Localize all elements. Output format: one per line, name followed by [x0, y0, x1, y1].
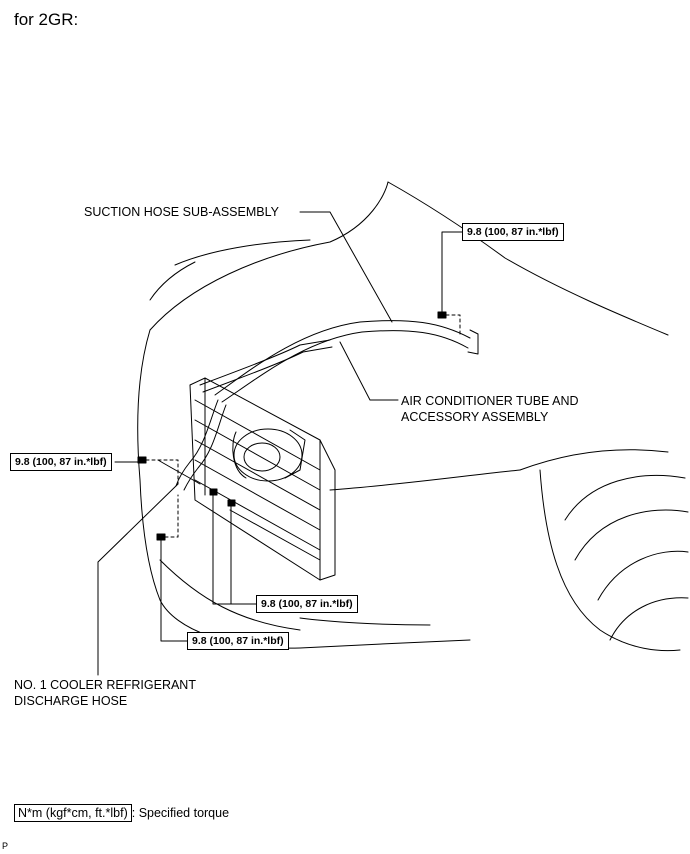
compressor-shape [232, 428, 306, 482]
suction-hose-shape [214, 320, 479, 403]
figure-code: P [2, 841, 9, 851]
wheel-outline [539, 469, 689, 652]
suction-hose-label: SUCTION HOSE SUB-ASSEMBLY [84, 205, 279, 219]
torque-spec-top-right: 9.8 (100, 87 in.*lbf) [462, 223, 564, 241]
page-heading: for 2GR: [14, 10, 79, 29]
leader-lines [97, 211, 463, 676]
ac-tube-label-line1: AIR CONDITIONER TUBE AND [401, 394, 579, 408]
discharge-hose-label-line1: NO. 1 COOLER REFRIGERANT [14, 678, 196, 692]
bolt-icons [137, 311, 447, 541]
torque-spec-left: 9.8 (100, 87 in.*lbf) [10, 453, 112, 471]
ac-tube-label-line2: ACCESSORY ASSEMBLY [401, 410, 549, 424]
discharge-hose-shape [175, 399, 227, 491]
torque-unit-box: N*m (kgf*cm, ft.*lbf) [14, 804, 132, 822]
torque-spec-lower-middle: 9.8 (100, 87 in.*lbf) [256, 595, 358, 613]
condenser-shape [189, 377, 336, 581]
torque-legend-text: : Specified torque [131, 806, 230, 820]
torque-spec-bottom: 9.8 (100, 87 in.*lbf) [187, 632, 289, 650]
ac-tube-shape [199, 339, 333, 393]
torque-legend: N*m (kgf*cm, ft.*lbf): Specified torque [14, 804, 230, 822]
dashed-guides [145, 314, 461, 538]
discharge-hose-label-line2: DISCHARGE HOSE [14, 694, 128, 708]
